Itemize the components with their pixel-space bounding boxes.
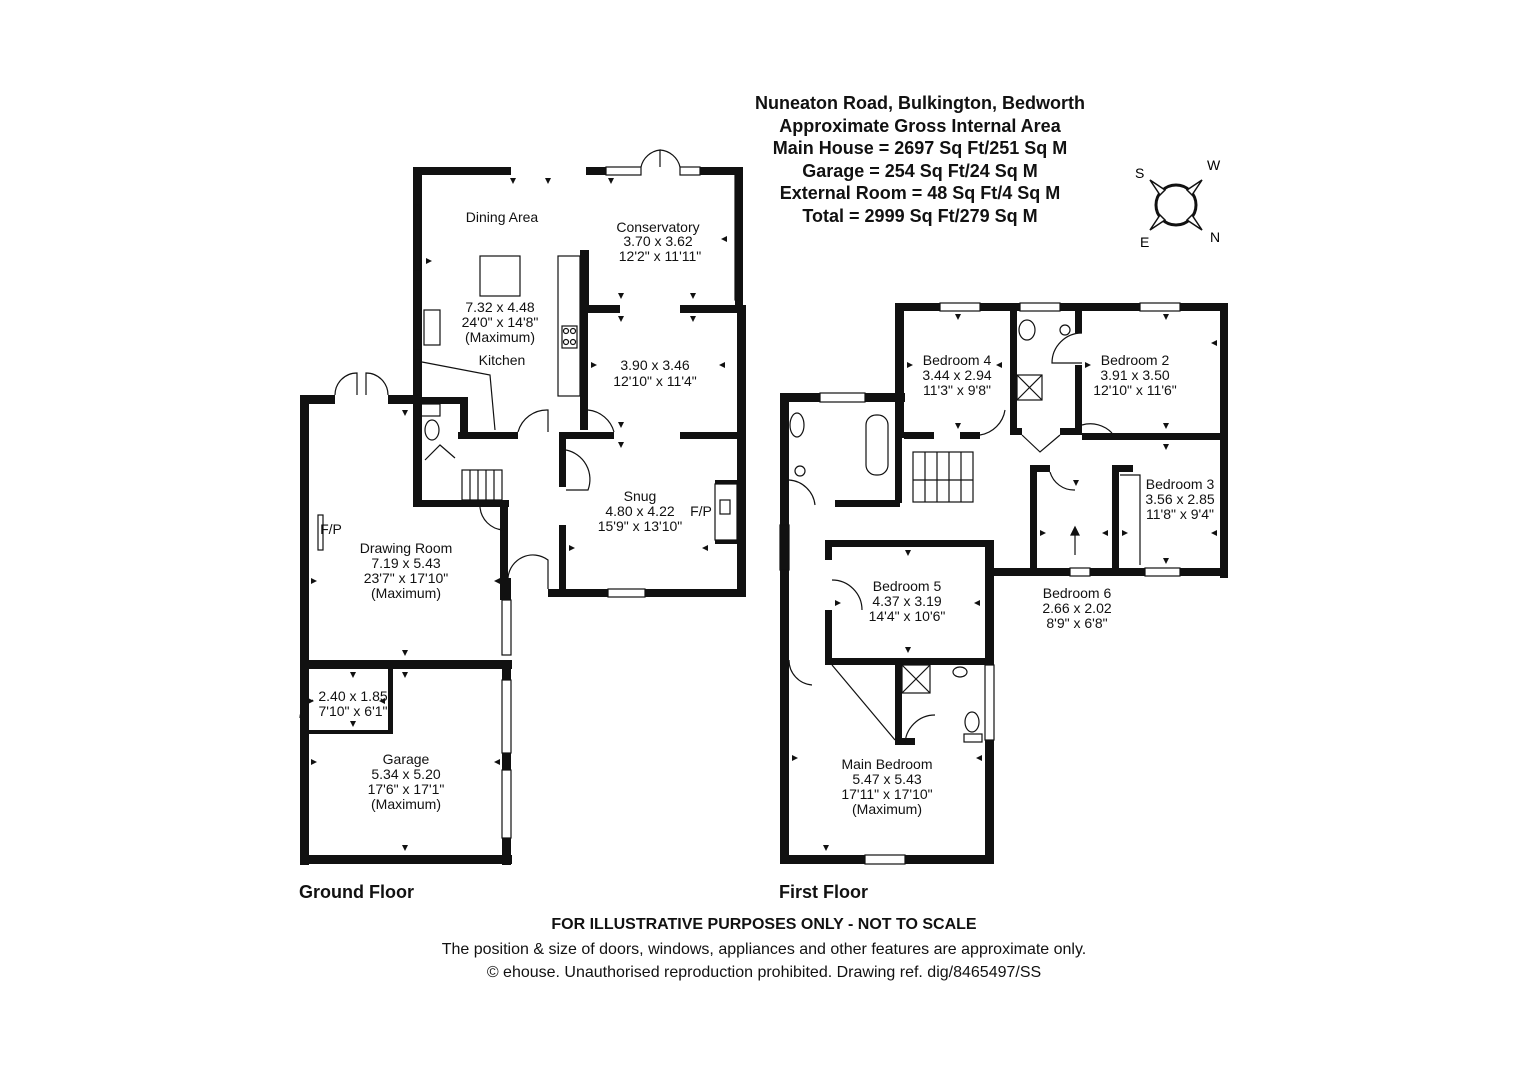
bedroom6-label: Bedroom 6 (1043, 585, 1112, 601)
compass-w: W (1207, 157, 1221, 173)
bedroom6-dims-m: 2.66 x 2.02 (1042, 600, 1111, 616)
bedroom2-label: Bedroom 2 (1101, 352, 1170, 368)
main-bedroom-dims-ft: 17'11" x 17'10" (841, 786, 932, 802)
kitchen-label: Kitchen (479, 352, 526, 368)
kitchen-max: (Maximum) (465, 329, 535, 345)
external-room-dims-ft: 7'10" x 6'1" (319, 703, 388, 719)
kitchen-dims-ft: 24'0" x 14'8" (462, 314, 539, 330)
bedroom2-dims-m: 3.91 x 3.50 (1100, 367, 1169, 383)
bedroom3-dims-m: 3.56 x 2.85 (1145, 491, 1214, 507)
ground-floor-title: Ground Floor (299, 882, 414, 902)
bedroom5-label: Bedroom 5 (873, 578, 942, 594)
first-floor-labels: Bedroom 4 3.44 x 2.94 11'3" x 9'8" Bedro… (841, 352, 1215, 817)
conservatory-label: Conservatory (616, 219, 699, 235)
drawing-dims-m: 7.19 x 5.43 (371, 555, 440, 571)
bedroom3-dims-ft: 11'8" x 9'4" (1146, 506, 1214, 522)
external-room-dims-m: 2.40 x 1.85 (318, 688, 387, 704)
garage-label: Garage (383, 751, 430, 767)
compass-n: N (1210, 229, 1220, 245)
bedroom4-dims-ft: 11'3" x 9'8" (923, 382, 991, 398)
snug-dims-ft: 15'9" x 13'10" (598, 518, 683, 534)
area-title: Approximate Gross Internal Area (779, 115, 1061, 136)
drawing-dims-ft: 23'7" x 17'10" (364, 570, 449, 586)
snug-label: Snug (624, 488, 657, 504)
snug-dims-m: 4.80 x 4.22 (605, 503, 674, 519)
bedroom4-label: Bedroom 4 (923, 352, 992, 368)
bedroom2-dims-ft: 12'10" x 11'6" (1093, 382, 1177, 398)
address-title: Nuneaton Road, Bulkington, Bedworth (755, 93, 1085, 113)
compass-e: E (1140, 234, 1149, 250)
drawing-room-label: Drawing Room (360, 540, 453, 556)
copyright-text: © ehouse. Unauthorised reproduction proh… (486, 964, 1042, 981)
total-area: Total = 2999 Sq Ft/279 Sq M (802, 205, 1038, 226)
snug-fireplace-label: F/P (690, 503, 712, 519)
garage-max: (Maximum) (371, 796, 441, 812)
ground-floor-labels: Dining Area 7.32 x 4.48 24'0" x 14'8" (M… (318, 209, 712, 812)
main-bedroom-label: Main Bedroom (841, 756, 932, 772)
main-house-area: Main House = 2697 Sq Ft/251 Sq M (772, 138, 1068, 158)
external-room-area: External Room = 48 Sq Ft/4 Sq M (779, 183, 1061, 203)
bedroom5-dims-m: 4.37 x 3.19 (872, 593, 941, 609)
main-bedroom-max: (Maximum) (852, 801, 922, 817)
bedroom3-label: Bedroom 3 (1146, 476, 1215, 492)
room-dims-m: 3.90 x 3.46 (620, 357, 689, 373)
garage-dims-ft: 17'6" x 17'1" (368, 781, 445, 797)
first-floor-arrows (792, 314, 1217, 851)
approximation-note: The position & size of doors, windows, a… (441, 941, 1087, 958)
compass-icon: S W E N (1135, 157, 1221, 250)
dining-area-label: Dining Area (466, 209, 539, 225)
bedroom6-dims-ft: 8'9" x 6'8" (1046, 615, 1107, 631)
disclaimer-text: FOR ILLUSTRATIVE PURPOSES ONLY - NOT TO … (551, 916, 977, 933)
conservatory-dims-m: 3.70 x 3.62 (623, 233, 692, 249)
ground-floor-fixtures (299, 149, 741, 839)
drawing-max: (Maximum) (371, 585, 441, 601)
floorplan-header: Nuneaton Road, Bulkington, Bedworth Appr… (700, 92, 1140, 227)
bedroom5-dims-ft: 14'4" x 10'6" (869, 608, 946, 624)
ground-floor-arrows (308, 178, 727, 851)
ground-floor-walls (300, 167, 746, 865)
drawing-fireplace-label: F/P (320, 521, 342, 537)
garage-dims-m: 5.34 x 5.20 (371, 766, 440, 782)
room-dims-ft: 12'10" x 11'4" (613, 373, 697, 389)
garage-area: Garage = 254 Sq Ft/24 Sq M (802, 160, 1038, 181)
main-bedroom-dims-m: 5.47 x 5.43 (852, 771, 921, 787)
conservatory-dims-ft: 12'2" x 11'11" (619, 248, 702, 264)
bedroom4-dims-m: 3.44 x 2.94 (922, 367, 991, 383)
first-floor-fixtures (779, 302, 1181, 865)
compass-s: S (1135, 165, 1144, 181)
first-floor-title: First Floor (779, 882, 868, 902)
kitchen-dims-m: 7.32 x 4.48 (465, 299, 534, 315)
